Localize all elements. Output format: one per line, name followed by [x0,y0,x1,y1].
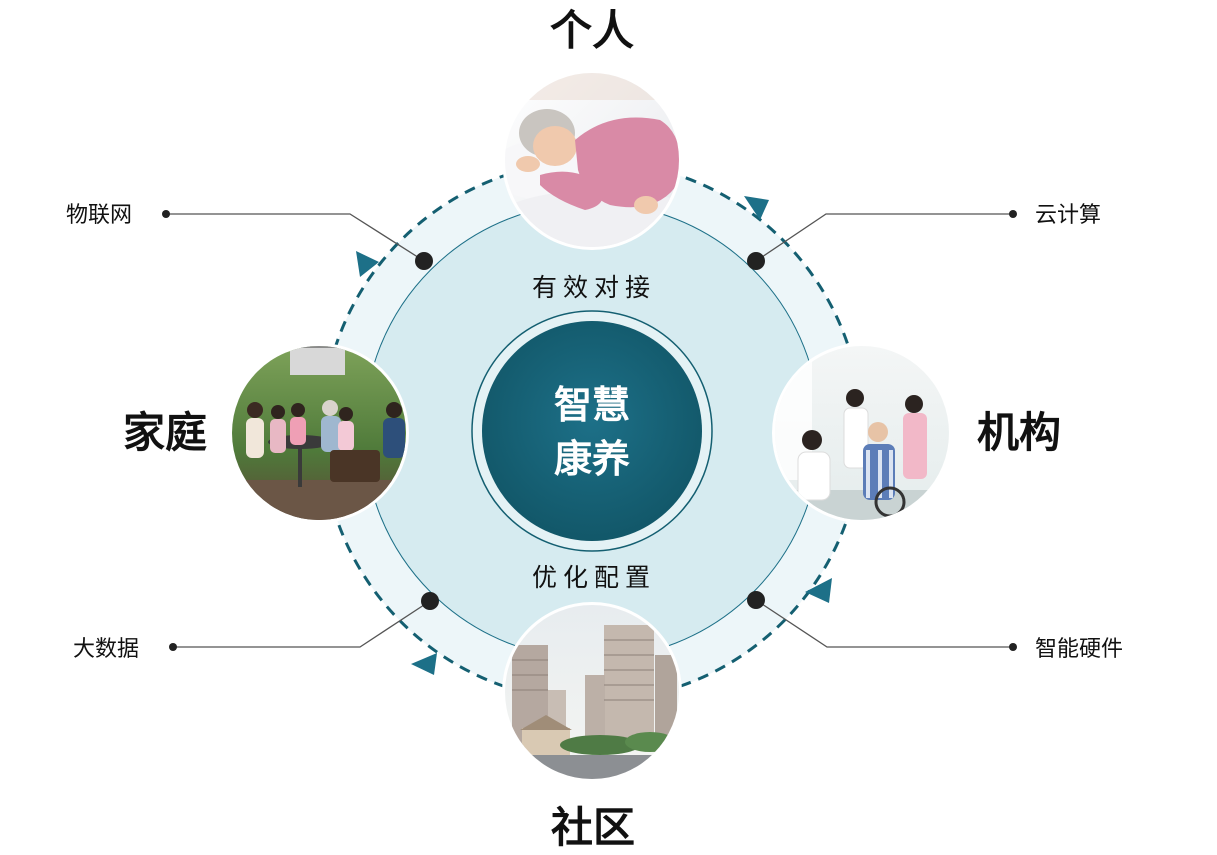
endpoint-dot [1009,643,1017,651]
node-label-community: 社区 [551,803,635,852]
center-title-line1: 智慧 [554,383,630,427]
junction-dot [421,592,439,610]
tech-label-iot: 物联网 [66,203,132,228]
connector-top-right [755,213,1013,262]
node-label-family: 家庭 [123,408,207,457]
tech-label-cloud: 云计算 [1035,203,1101,228]
node-label-institution: 机构 [977,408,1061,457]
endpoint-dot [162,210,170,218]
photo-institution [772,343,952,523]
endpoint-dot [169,643,177,651]
arrow-icon-bottom-right [805,578,832,603]
connector-bottom-right [755,599,1013,648]
endpoint-dot [1009,210,1017,218]
arc-label-bottom: 优化配置 [532,563,656,592]
connector-top-left [166,213,425,262]
arrow-icon-top-left [356,251,379,277]
arc-label-top: 有效对接 [532,273,656,302]
photo-community [502,602,682,782]
junction-dot [415,252,433,270]
connector-bottom-left [173,600,431,648]
node-label-personal: 个人 [550,6,634,55]
junction-dot [747,252,765,270]
core-disc [482,321,702,541]
center-title-line2: 康养 [554,437,630,481]
arrow-icon-bottom-left [411,653,437,675]
tech-label-hardware: 智能硬件 [1035,637,1123,662]
tech-label-bigdata: 大数据 [73,637,139,662]
arrow-icon-top-right [744,196,769,220]
photo-family [229,343,409,523]
junction-dot [747,591,765,609]
